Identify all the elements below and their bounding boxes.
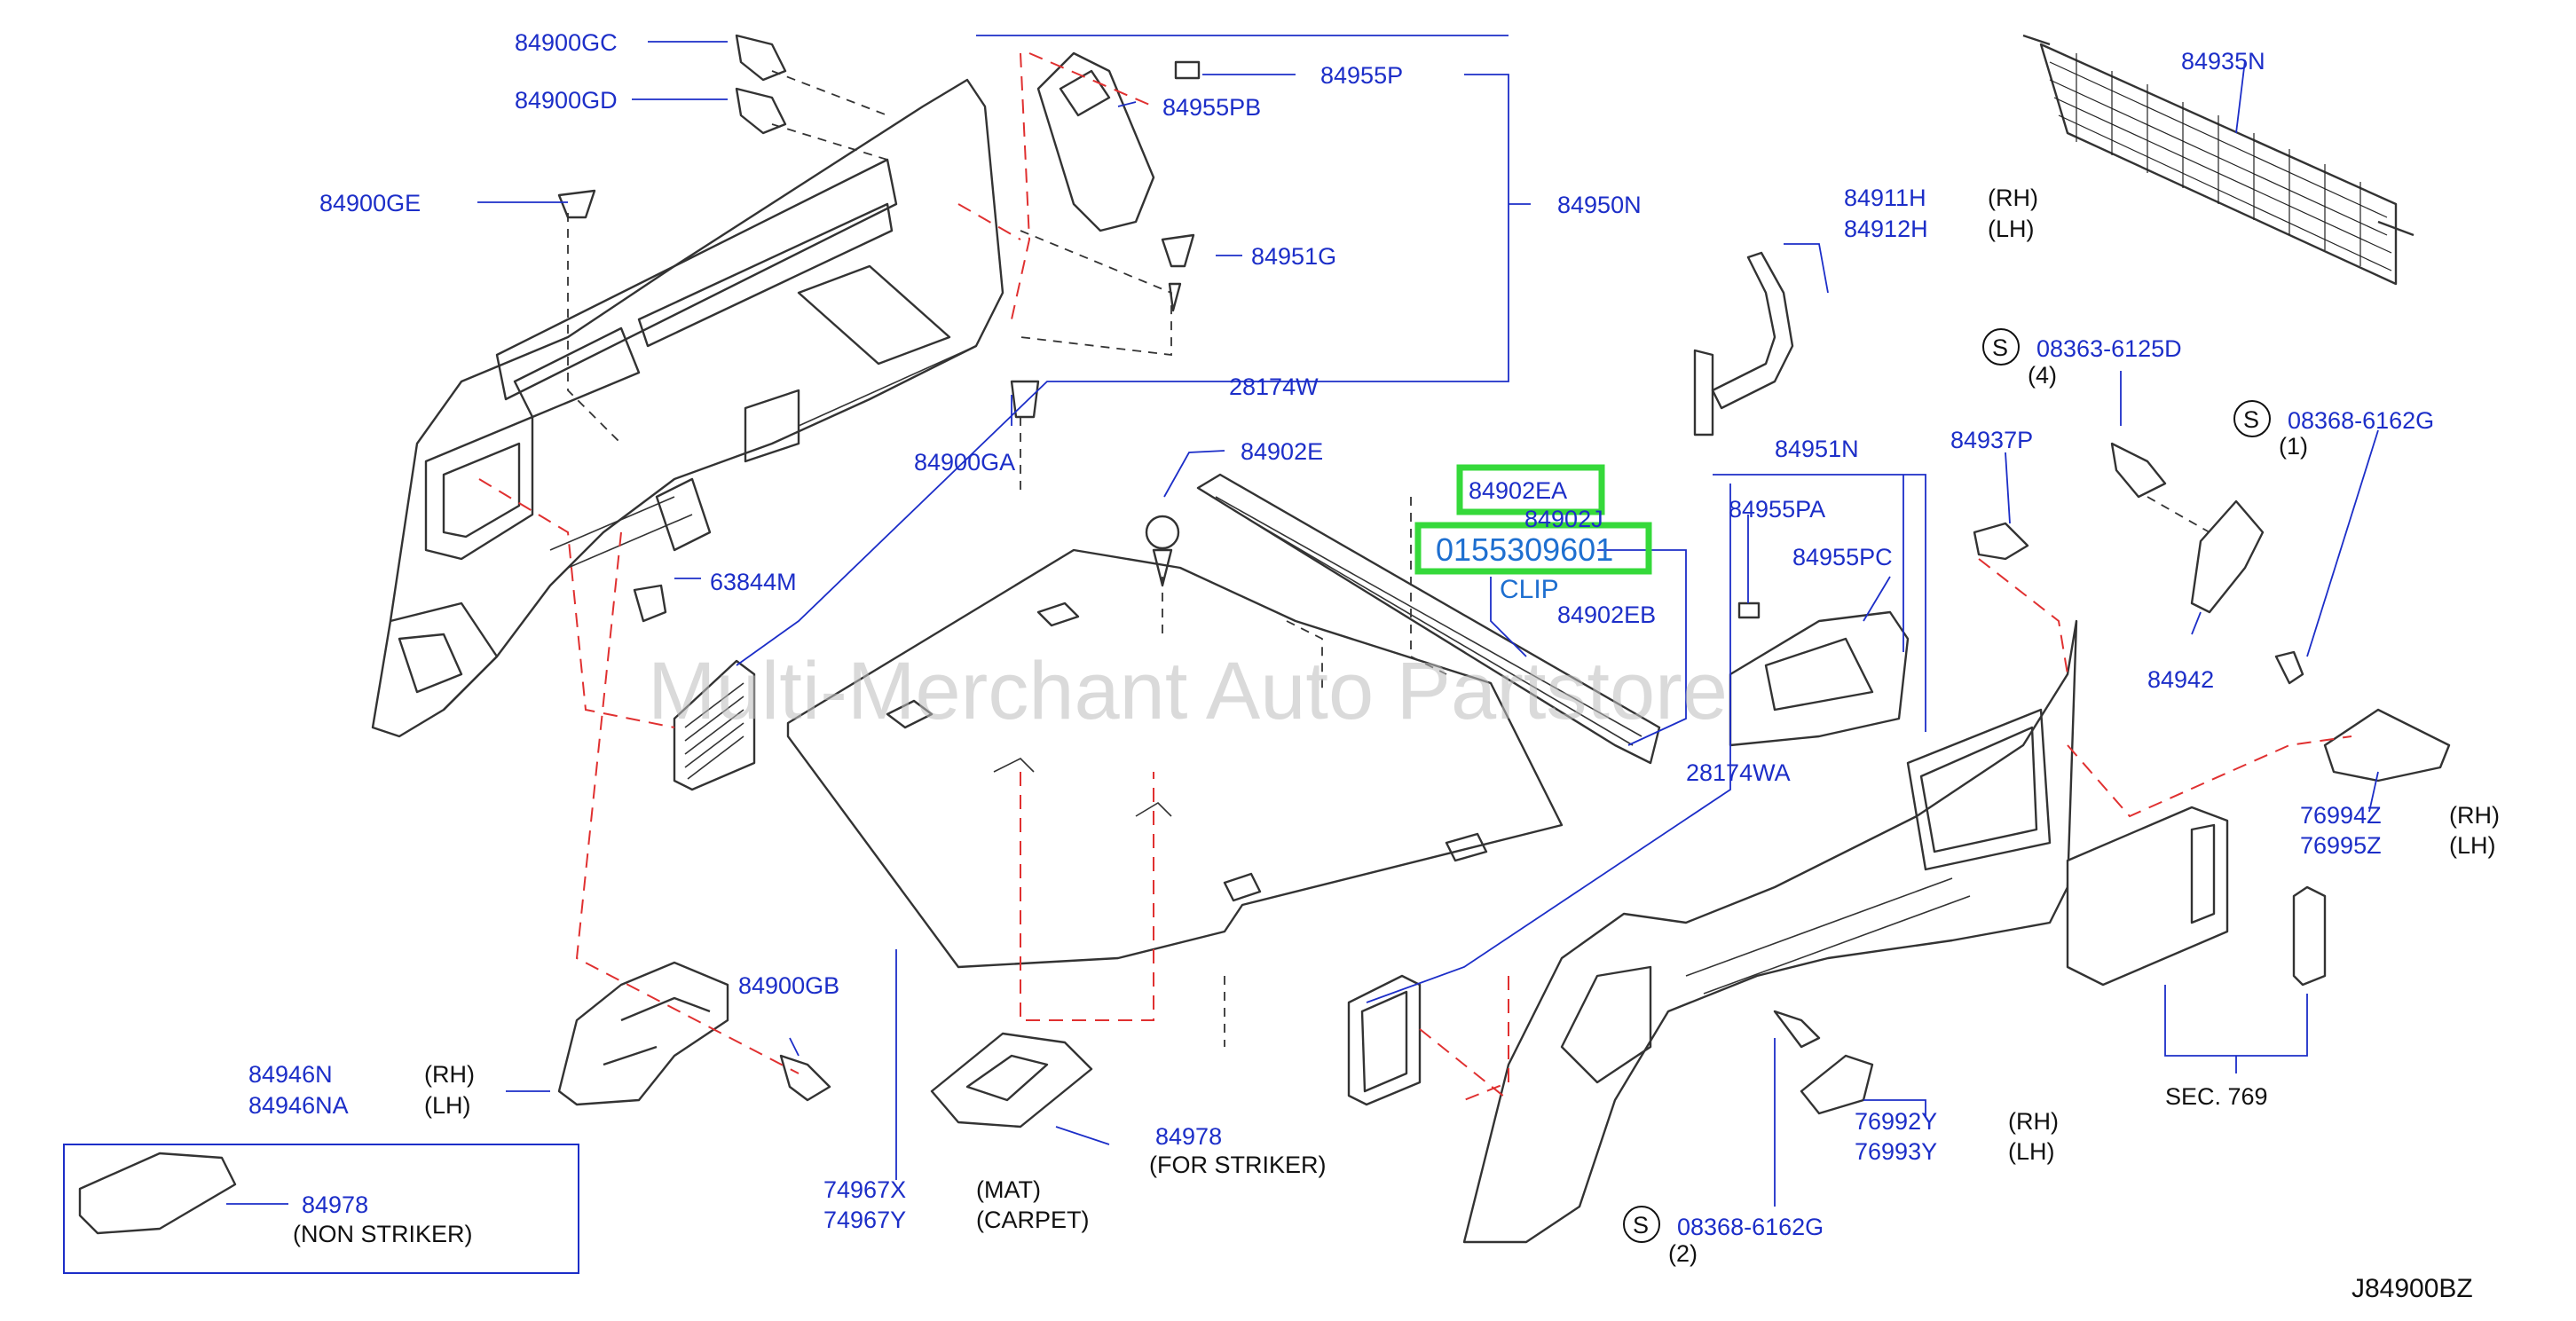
s-marker-1 <box>1982 328 2020 366</box>
cargo-net <box>2022 34 2415 286</box>
right-side-trim-panel <box>1462 619 2078 1244</box>
label-84902e[interactable]: 84902E <box>1241 438 1323 465</box>
label-08368-6162g-top[interactable]: 08368-6162G <box>2288 407 2434 434</box>
label-84900gc[interactable]: 84900GC <box>515 29 618 56</box>
label-74967y[interactable]: 74967Y <box>823 1207 906 1233</box>
diagram-code: J84900BZ <box>2351 1274 2473 1303</box>
striker-part <box>930 1032 1093 1128</box>
bracket-84911h <box>1693 251 1794 436</box>
bracket-84942 <box>2110 442 2265 614</box>
non-striker-cover <box>78 1152 237 1235</box>
label-08363-6125d[interactable]: 08363-6125D <box>2036 335 2182 362</box>
floor-board <box>786 548 1564 969</box>
label-76992y-side: (RH) <box>2008 1108 2059 1135</box>
label-76992y[interactable]: 76992Y <box>1855 1108 1937 1135</box>
label-76993y-side: (LH) <box>2008 1138 2055 1165</box>
highlight-box-part-number <box>1414 522 1652 575</box>
left-clips <box>557 34 1195 1102</box>
bracket-76992y <box>1773 1010 1874 1115</box>
right-vent-grille <box>1347 974 1422 1106</box>
label-76995z-side: (LH) <box>2449 832 2496 859</box>
label-mat: (MAT) <box>976 1176 1041 1203</box>
label-84955pb[interactable]: 84955PB <box>1162 94 1261 121</box>
watermark-text: Multi-Merchant Auto Partstore <box>648 646 1728 736</box>
label-84900gb[interactable]: 84900GB <box>738 972 839 999</box>
s-marker-3-letter: S <box>1633 1212 1649 1238</box>
label-qty-4: (4) <box>2028 362 2057 389</box>
guide-lines <box>478 52 2352 1101</box>
label-84900ga[interactable]: 84900GA <box>914 449 1015 476</box>
label-84950n[interactable]: 84950N <box>1557 192 1642 218</box>
labels: 84900GC 84900GD 84900GE 84955P 84955PB 8… <box>248 29 2500 1303</box>
label-84911h[interactable]: 84911H <box>1844 185 1926 211</box>
label-84937p[interactable]: 84937P <box>1950 427 2033 453</box>
cross-rail <box>1145 473 1661 765</box>
label-84942[interactable]: 84942 <box>2147 666 2214 693</box>
label-84946n-side: (RH) <box>424 1061 475 1088</box>
s-marker-2 <box>2233 400 2271 437</box>
label-84912h[interactable]: 84912H <box>1844 216 1928 242</box>
label-76993y[interactable]: 76993Y <box>1855 1138 1937 1165</box>
label-84900gd[interactable]: 84900GD <box>515 87 618 114</box>
label-84955pc[interactable]: 84955PC <box>1792 544 1893 570</box>
label-84911h-side: (RH) <box>1988 185 2038 211</box>
label-28174w[interactable]: 28174W <box>1229 373 1319 400</box>
label-84902eb[interactable]: 84902EB <box>1557 602 1656 628</box>
label-84946na-side: (LH) <box>424 1092 471 1119</box>
label-qty-2: (2) <box>1668 1240 1698 1267</box>
left-side-trim-panel <box>371 78 1004 738</box>
sec-769-parts <box>2066 806 2327 987</box>
s-marker-2-letter: S <box>2243 406 2259 433</box>
label-carpet: (CARPET) <box>976 1207 1090 1233</box>
highlight-box-84902ea <box>1456 464 1605 515</box>
clip-84937p <box>1973 522 2029 561</box>
label-clip: CLIP <box>1500 575 1559 604</box>
label-84978-non-striker[interactable]: 84978 <box>302 1191 368 1218</box>
label-84951n[interactable]: 84951N <box>1775 436 1859 462</box>
label-for-striker: (FOR STRIKER) <box>1149 1152 1327 1178</box>
label-28174wa[interactable]: 28174WA <box>1686 759 1791 786</box>
bolt-08368 <box>2274 650 2304 685</box>
label-84946na[interactable]: 84946NA <box>248 1092 349 1119</box>
label-sec-769[interactable]: SEC. 769 <box>2165 1083 2268 1110</box>
label-84951g[interactable]: 84951G <box>1251 243 1336 270</box>
label-non-striker: (NON STRIKER) <box>293 1221 473 1247</box>
label-qty-1: (1) <box>2279 433 2308 460</box>
label-highlight-part-number[interactable]: 0155309601 <box>1436 531 1613 568</box>
label-08368-6162g-bottom[interactable]: 08368-6162G <box>1677 1214 1824 1240</box>
label-76995z[interactable]: 76995Z <box>2300 832 2382 859</box>
label-76994z[interactable]: 76994Z <box>2300 802 2382 829</box>
right-upper-panel <box>1729 602 1910 747</box>
label-76994z-side: (RH) <box>2449 802 2500 829</box>
s-marker-1-letter: S <box>1992 334 2008 361</box>
leader-lines <box>226 35 2379 1207</box>
label-84912h-side: (LH) <box>1988 216 2035 242</box>
label-84902ea[interactable]: 84902EA <box>1469 477 1567 504</box>
label-84978-striker[interactable]: 84978 <box>1155 1123 1222 1150</box>
bracket-76994z <box>2323 708 2451 782</box>
left-kick-panel <box>557 961 729 1106</box>
s-marker-3 <box>1623 1206 1660 1243</box>
label-84955p[interactable]: 84955P <box>1320 62 1403 89</box>
label-63844m[interactable]: 63844M <box>710 569 797 595</box>
label-84902j[interactable]: 84902J <box>1524 506 1603 532</box>
label-84955pa[interactable]: 84955PA <box>1729 496 1825 523</box>
label-74967x[interactable]: 74967X <box>823 1176 906 1203</box>
label-84946n[interactable]: 84946N <box>248 1061 333 1088</box>
inset-box <box>63 1144 579 1274</box>
left-vent-grille <box>673 659 756 791</box>
upper-trim-piece <box>1036 51 1201 232</box>
label-84935n[interactable]: 84935N <box>2181 48 2265 75</box>
label-84900ge[interactable]: 84900GE <box>319 190 421 216</box>
